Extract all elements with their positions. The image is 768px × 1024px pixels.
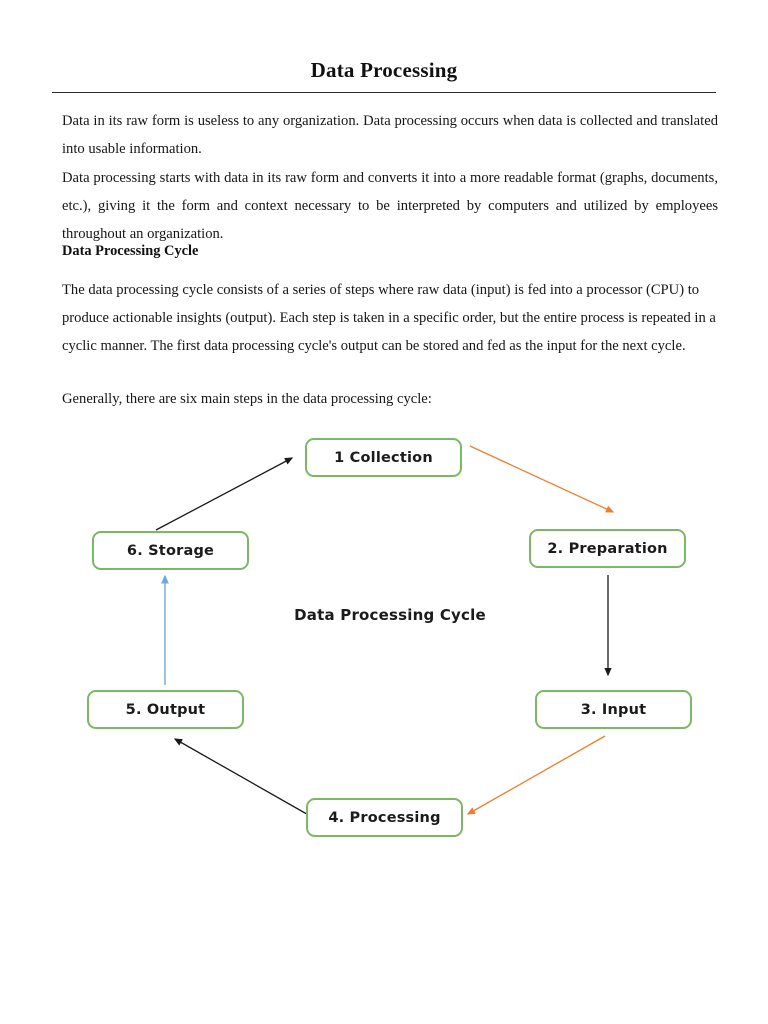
diagram-node-collection[interactable]: 1 Collection	[305, 438, 462, 477]
section-heading-data-processing-cycle: Data Processing Cycle	[62, 243, 199, 259]
data-processing-cycle-diagram: 1 Collection 2. Preparation 3. Input 4. …	[60, 420, 720, 860]
arrow-collection-to-preparation	[469, 445, 615, 513]
diagram-node-input[interactable]: 3. Input	[535, 690, 692, 729]
diagram-node-processing[interactable]: 4. Processing	[306, 798, 463, 837]
paragraph-cycle-description: The data processing cycle consists of a …	[62, 282, 716, 354]
title-divider	[52, 92, 716, 93]
paragraph-intro: Data in its raw form is useless to any o…	[62, 113, 718, 157]
arrow-storage-to-collection	[155, 457, 294, 531]
paragraph-conversion: Data processing starts with data in its …	[62, 170, 718, 242]
diagram-node-preparation[interactable]: 2. Preparation	[529, 529, 686, 568]
diagram-node-storage[interactable]: 6. Storage	[92, 531, 249, 570]
paragraph-six-steps-lead-in: Generally, there are six main steps in t…	[62, 391, 432, 407]
arrow-processing-to-output	[173, 738, 313, 818]
diagram-arrows-layer	[155, 445, 615, 818]
arrow-input-to-processing	[466, 735, 606, 815]
page-title: Data Processing	[310, 58, 458, 82]
diagram-node-output[interactable]: 5. Output	[87, 690, 244, 729]
diagram-center-label: Data Processing Cycle	[294, 606, 486, 624]
